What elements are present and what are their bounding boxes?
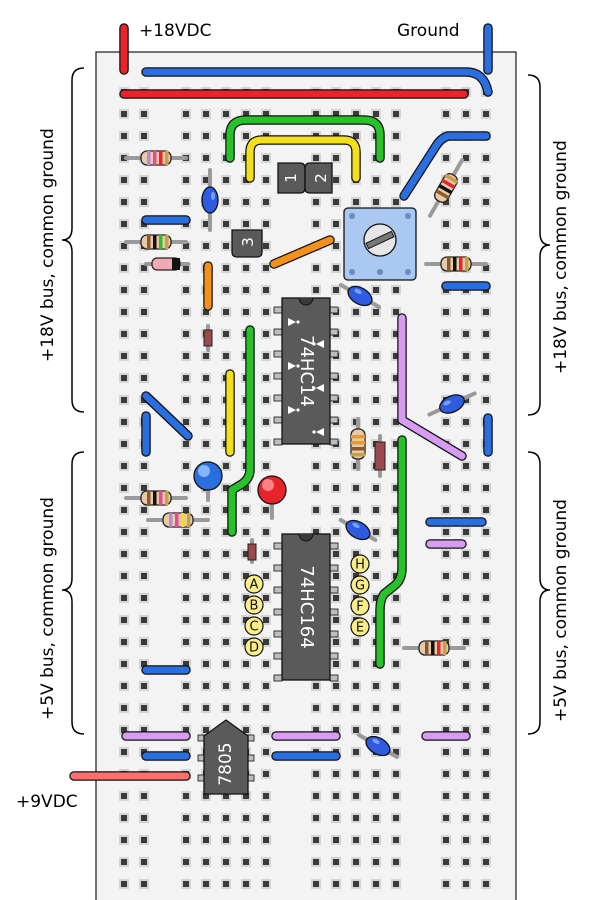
blue-led: [193, 461, 223, 502]
capacitor-2: [338, 283, 382, 309]
resistor-3: [428, 158, 464, 218]
resistor-small-3: [247, 538, 257, 564]
transistor-3: 3: [231, 229, 263, 258]
pin-marker-h: H: [350, 554, 370, 574]
right-bottom-brace: [527, 451, 551, 735]
ic-74hc164: 74HC164: [273, 533, 339, 682]
pin-marker-e: E: [350, 617, 370, 637]
transistor-1: 1: [277, 162, 306, 194]
capacitor-1: [201, 168, 219, 232]
ic-74hc164-label: 74HC164: [296, 565, 317, 648]
transistor-2: 2: [304, 162, 333, 194]
pin-marker-b: B: [244, 595, 264, 615]
resistor-2: [124, 234, 188, 250]
regulator-label: 7805: [216, 742, 236, 785]
resistor-small-1: [203, 324, 213, 352]
green-wire-left: [227, 325, 255, 537]
pin-marker-g: G: [350, 575, 370, 595]
left-bottom-brace: [61, 451, 85, 735]
pin-marker-c: C: [244, 616, 264, 636]
resistor-1: [124, 150, 188, 166]
pin-marker-label: H: [355, 558, 365, 573]
resistor-5: [350, 417, 366, 471]
purple-wire-right: [397, 313, 467, 461]
green-loop-wire: [225, 115, 385, 163]
pin-marker-label: A: [250, 578, 259, 593]
resistor-6: [124, 490, 188, 506]
diode: [144, 257, 190, 271]
blue-diagonal-wire-left: [141, 391, 193, 441]
pin-marker-label: C: [249, 620, 258, 635]
pin-marker-label: E: [356, 621, 364, 636]
resistor-7: [146, 512, 210, 528]
pin-marker-d: D: [244, 637, 264, 657]
capacitor-5: [356, 733, 400, 759]
capacitor-4: [338, 518, 378, 542]
green-wire-right: [375, 435, 407, 669]
right-top-brace: [527, 74, 551, 416]
ic-74hc14: 74HC14: [273, 297, 339, 446]
transistor-label: 2: [312, 173, 330, 183]
plus-9vdc-label: +9VDC: [16, 792, 78, 812]
orange-diagonal-wire: [269, 235, 335, 269]
ground-label: Ground: [397, 21, 460, 41]
pin-marker-label: D: [249, 641, 259, 656]
yellow-loop-wire: [245, 135, 361, 183]
pin-marker-label: G: [355, 579, 365, 594]
pin-marker-f: F: [350, 596, 370, 616]
inverter-symbols: [288, 318, 324, 436]
transistor-label: 3: [239, 237, 257, 247]
capacitor-3: [427, 391, 477, 417]
ic-74hc14-label: 74HC14: [296, 335, 317, 407]
left-top-brace: [61, 67, 85, 413]
resistor-8: [402, 640, 466, 656]
top-ground-bus-wire: [141, 67, 493, 97]
resistor-4: [424, 256, 488, 272]
pin-marker-label: B: [250, 599, 259, 614]
plus-18vdc-label: +18VDC: [139, 21, 212, 41]
transistor-label: 1: [282, 173, 300, 183]
pin-marker-a: A: [244, 574, 264, 594]
voltage-regulator-7805: 7805: [197, 719, 255, 795]
potentiometer: [343, 207, 417, 281]
blue-diagonal-wire-top: [399, 131, 491, 201]
pin-marker-label: F: [356, 600, 363, 615]
red-led: [257, 475, 287, 520]
resistor-small-2: [374, 434, 386, 478]
